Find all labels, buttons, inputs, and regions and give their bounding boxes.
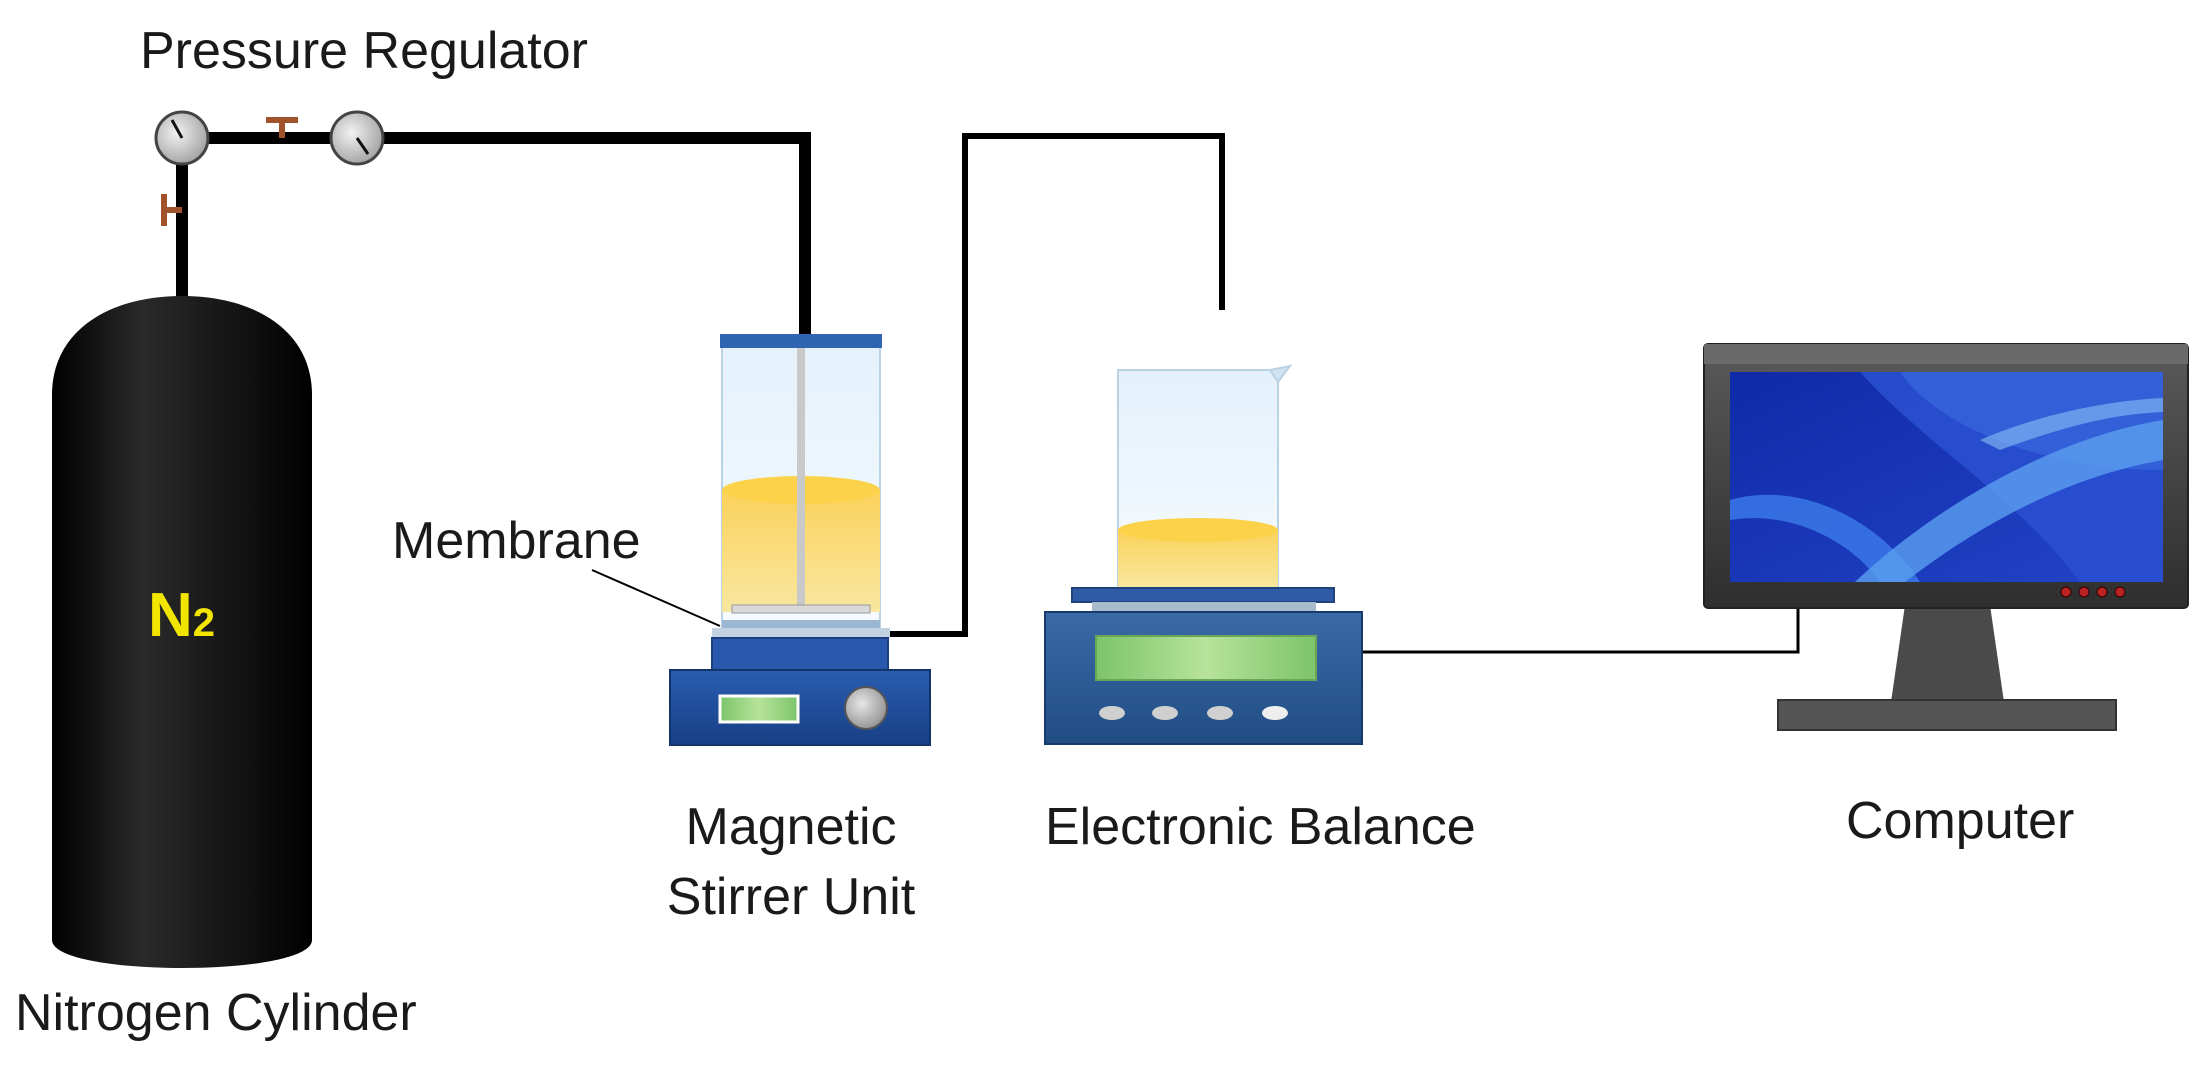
nitrogen-cylinder-label: Nitrogen Cylinder (15, 984, 417, 1042)
gas-cylinder-icon (52, 296, 312, 968)
electronic-balance-label: Electronic Balance (1045, 798, 1476, 856)
cylinder-gas-symbol: N (148, 581, 193, 650)
valve-icon (266, 117, 298, 138)
cylinder-gas-subscript: 2 (192, 601, 216, 645)
beaker-icon (1117, 364, 1293, 589)
magnetic-stirrer-icon (669, 637, 931, 746)
data-cable (1362, 602, 1800, 654)
valve-icon (161, 194, 182, 226)
gas-pipe (176, 132, 811, 346)
cylinder-gas-label: N2 (148, 580, 215, 651)
stirred-cell-icon (712, 334, 890, 638)
permeate-line (880, 133, 1225, 637)
magnetic-stirrer-label-line2: Stirrer Unit (666, 868, 916, 926)
pressure-regulator-label: Pressure Regulator (140, 22, 588, 80)
pressure-gauge-icon (329, 110, 385, 166)
membrane-pointer (591, 569, 721, 627)
pressure-gauge-icon (154, 110, 210, 166)
membrane-label: Membrane (392, 512, 641, 570)
computer-monitor-icon (1703, 343, 2189, 731)
electronic-balance-icon (1044, 587, 1363, 745)
computer-label: Computer (1846, 792, 2075, 850)
magnetic-stirrer-label-line1: Magnetic (685, 798, 897, 856)
